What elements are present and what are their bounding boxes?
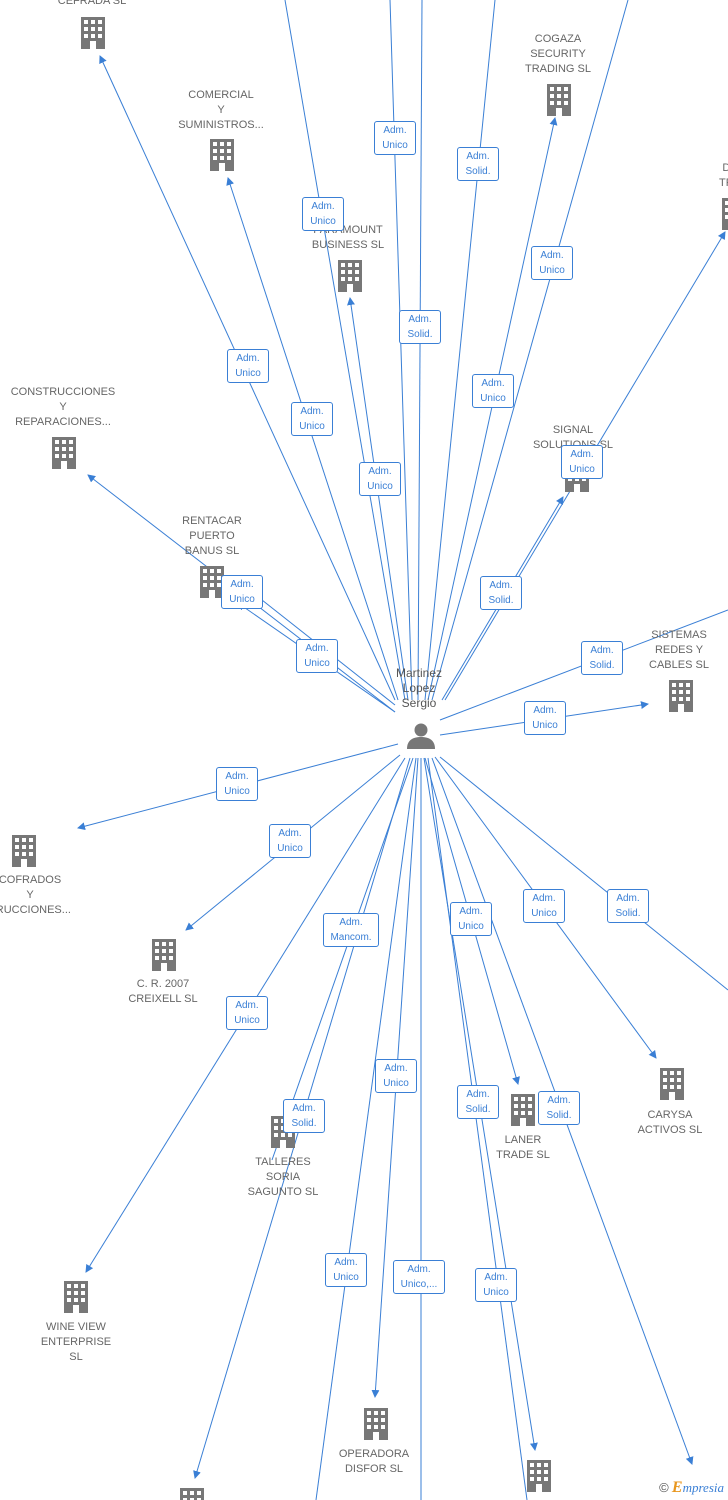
company-label-creixell[interactable]: C. R. 2007 CREIXELL SL: [128, 978, 198, 1005]
copyright-symbol: ©: [659, 1480, 669, 1495]
building-icon-operadora: [364, 1408, 388, 1440]
building-icon-carysa: [660, 1068, 684, 1100]
edge-cogaza: [427, 117, 558, 701]
building-icon-bottom-left: [180, 1488, 204, 1500]
company-label-rentacar[interactable]: RENTACAR PUERTO BANUS SL: [182, 515, 242, 557]
edge-label-2[interactable]: Adm. Solid.: [457, 147, 499, 181]
person-label[interactable]: Martinez Lopez Sergio: [395, 666, 442, 710]
edge-talleres-2: [271, 757, 414, 1161]
company-label-cogaza[interactable]: COGAZA SECURITY TRADING SL: [524, 33, 591, 75]
edge-top-4: [424, 0, 496, 701]
edge-label-25[interactable]: Adm. Solid.: [538, 1091, 580, 1125]
building-icon-cofrados: [12, 835, 36, 867]
building-icon-construcciones: [52, 437, 76, 469]
person-icon: [407, 723, 435, 749]
edge-label-24[interactable]: Adm. Solid.: [457, 1085, 499, 1119]
edge-label-13[interactable]: Adm. Unico: [296, 639, 338, 673]
edge-top-1: [284, 0, 406, 701]
edge-label-17[interactable]: Adm. Unico: [269, 824, 311, 858]
edge-comercial: [226, 177, 399, 701]
company-label-cofrados[interactable]: COFRADOS Y TRUCCIONES...: [0, 874, 71, 916]
company-label-wineview[interactable]: WINE VIEW ENTERPRISE SL: [40, 1321, 112, 1363]
edge-label-27[interactable]: Adm. Unico: [325, 1253, 367, 1287]
company-label-talleres[interactable]: TALLERES SORIA SAGUNTO SL: [247, 1156, 319, 1198]
edge-label-28[interactable]: Adm. Unico,...: [393, 1260, 445, 1294]
edge-label-5[interactable]: Adm. Solid.: [399, 310, 441, 344]
edge-label-16[interactable]: Adm. Unico: [216, 767, 258, 801]
building-icon-bottom-center: [527, 1460, 551, 1492]
edge-bottom-3b: [427, 757, 528, 1500]
edge-top-2: [389, 0, 413, 701]
edge-label-22[interactable]: Adm. Unico: [226, 996, 268, 1030]
edge-bottom-1: [315, 757, 417, 1500]
building-icon-da: [722, 198, 728, 230]
company-label-construcciones[interactable]: CONSTRUCCIONES Y REPARACIONES...: [10, 386, 116, 428]
building-icon-comercial: [210, 139, 234, 171]
company-label-cefrada[interactable]: CEFRADA SL: [57, 0, 127, 7]
building-icon-cogaza: [547, 84, 571, 116]
edge-label-8[interactable]: Adm. Unico: [291, 402, 333, 436]
edge-label-19[interactable]: Adm. Solid.: [607, 889, 649, 923]
edge-label-18[interactable]: Adm. Unico: [523, 889, 565, 923]
company-label-sistemas[interactable]: SISTEMAS REDES Y CABLES SL: [649, 629, 709, 671]
company-label-laner[interactable]: LANER TRADE SL: [496, 1134, 550, 1161]
building-icon-cefrada: [81, 17, 105, 49]
edge-label-4[interactable]: Adm. Unico: [531, 246, 573, 280]
edge-label-20[interactable]: Adm. Mancom.: [323, 913, 379, 947]
company-label-carysa[interactable]: CARYSA ACTIVOS SL: [637, 1109, 703, 1136]
building-icon-paramount: [338, 260, 362, 292]
edge-paramount: [347, 297, 409, 701]
building-icon-wineview: [64, 1281, 88, 1313]
edge-label-23[interactable]: Adm. Unico: [375, 1059, 417, 1093]
edge-top-5: [431, 0, 629, 701]
edge-label-21[interactable]: Adm. Unico: [450, 902, 492, 936]
building-icon-creixell: [152, 939, 176, 971]
company-label-operadora[interactable]: OPERADORA DISFOR SL: [338, 1448, 410, 1475]
brand-logo-letter: E: [671, 1479, 683, 1496]
brand-logo-text: mpresia: [682, 1480, 724, 1495]
edge-label-11[interactable]: Adm. Unico: [221, 575, 263, 609]
edge-label-12[interactable]: Adm. Solid.: [480, 576, 522, 610]
edge-label-9[interactable]: Adm. Unico: [561, 445, 603, 479]
edge-label-6[interactable]: Adm. Unico: [227, 349, 269, 383]
edge-top-3: [417, 0, 423, 701]
building-icon-sistemas: [669, 680, 693, 712]
edge-label-1[interactable]: Adm. Unico: [374, 121, 416, 155]
edge-label-29[interactable]: Adm. Unico: [475, 1268, 517, 1302]
building-icon-laner: [511, 1094, 535, 1126]
edge-label-14[interactable]: Adm. Solid.: [581, 641, 623, 675]
brand-footer[interactable]: © Empresia: [659, 1479, 724, 1497]
edge-right-lower: [439, 756, 728, 991]
edge-label-15[interactable]: Adm. Unico: [524, 701, 566, 735]
edge-label-3[interactable]: Adm. Unico: [302, 197, 344, 231]
company-label-comercial[interactable]: COMERCIAL Y SUMINISTROS...: [178, 89, 264, 131]
edge-label-10[interactable]: Adm. Unico: [359, 462, 401, 496]
edge-label-7[interactable]: Adm. Unico: [472, 374, 514, 408]
company-label-da[interactable]: DA TRA: [719, 162, 728, 189]
edge-label-26[interactable]: Adm. Solid.: [283, 1099, 325, 1133]
